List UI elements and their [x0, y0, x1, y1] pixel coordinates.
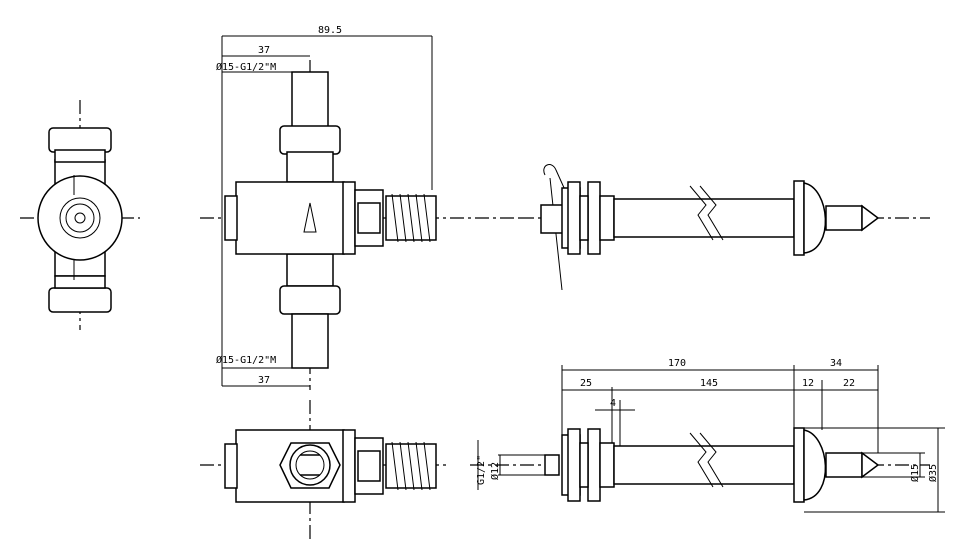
connection-label-bottom: Ø15-G1/2"M: [216, 354, 276, 366]
dim-length-body: 145: [700, 378, 718, 389]
label-thread-size: G1/2": [476, 455, 487, 485]
connection-label-top: Ø15-G1/2"M: [216, 61, 276, 73]
dim-half-width-top: 37: [258, 45, 270, 56]
side-view-top: [520, 164, 930, 291]
label-head-dia: Ø35: [927, 464, 939, 482]
dim-head-width: 34: [830, 358, 842, 369]
label-tip-dia: Ø15: [909, 464, 921, 482]
dim-half-width-bottom: 37: [258, 375, 270, 386]
dim-length-thread: 25: [580, 378, 592, 389]
label-pipe-dia: Ø12: [489, 462, 501, 480]
side-view-bottom: 170 34 25 145 12 22 4 G1/2" Ø12 Ø15 Ø35: [470, 358, 945, 513]
dim-length-total: 170: [668, 358, 686, 369]
front-view: [200, 400, 450, 540]
end-view: [20, 100, 140, 330]
dim-head-b: 22: [843, 378, 855, 389]
dim-overall-width: 89.5: [318, 25, 342, 36]
dim-gap: 4: [610, 398, 616, 409]
dim-head-a: 12: [802, 378, 814, 389]
top-view: 89.5 37 Ø15-G1/2"M Ø15-G1/2"M 37: [200, 25, 520, 390]
